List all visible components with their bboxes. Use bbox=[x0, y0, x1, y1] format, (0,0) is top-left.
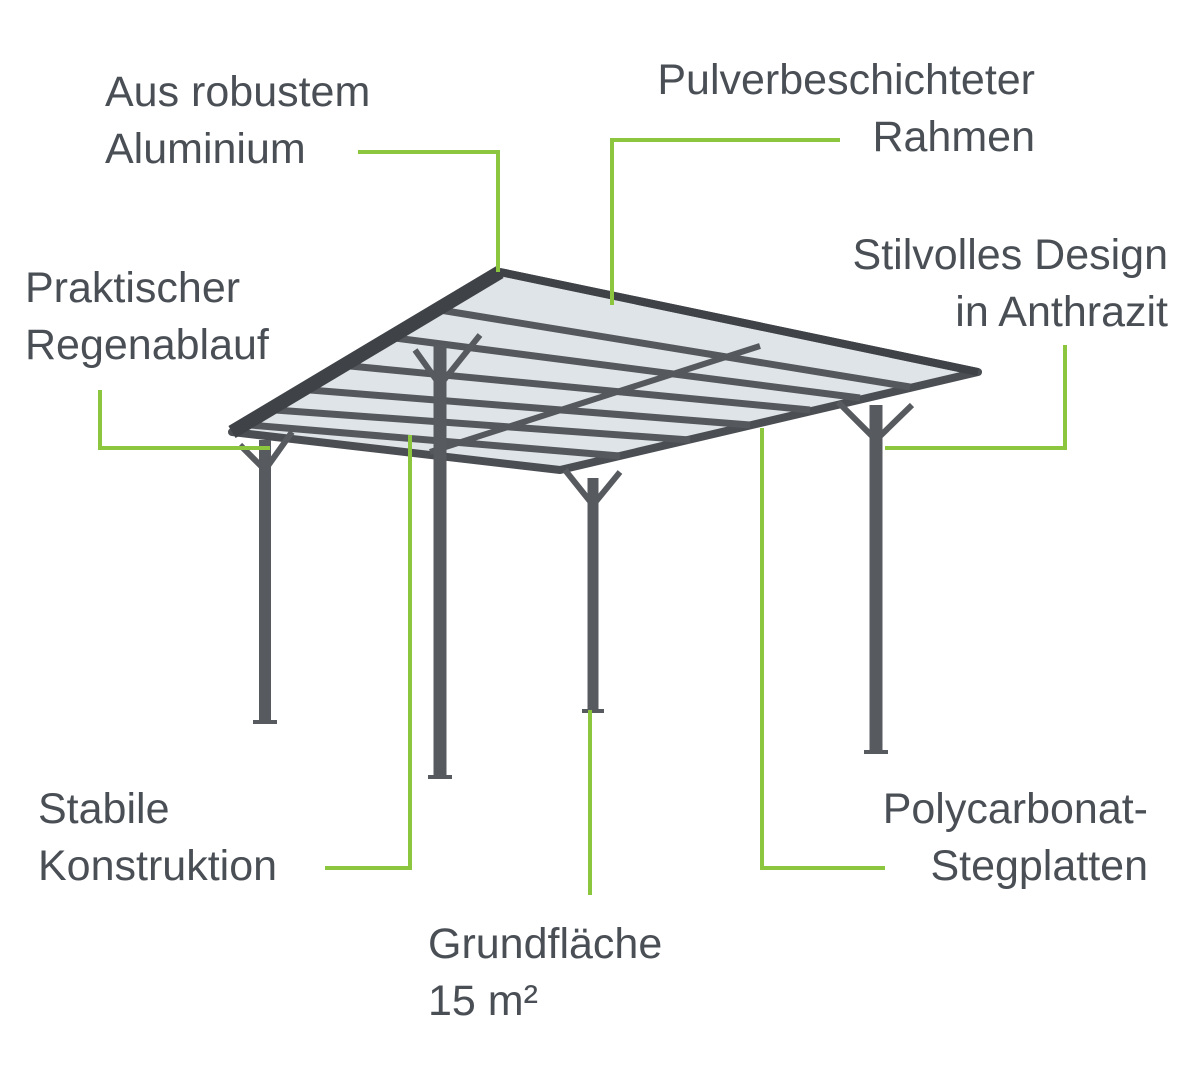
callout-line-2: 15 m² bbox=[428, 977, 538, 1025]
callout-line-2: Stegplatten bbox=[930, 842, 1148, 890]
callout-grundflaeche: Grundfläche 15 m² bbox=[428, 916, 662, 1030]
callout-line-1: Praktischer bbox=[25, 264, 241, 312]
leader-design bbox=[885, 345, 1067, 450]
leader-regenablauf bbox=[98, 390, 270, 450]
callout-line-1: Stilvolles Design bbox=[852, 231, 1168, 279]
callout-rahmen: Pulverbeschichteter Rahmen bbox=[657, 52, 1035, 166]
callout-line-1: Aus robustem bbox=[105, 68, 371, 116]
carport-posts bbox=[237, 333, 915, 779]
callout-line-1: Grundfläche bbox=[428, 920, 663, 968]
leader-aluminium bbox=[358, 150, 500, 272]
callout-aluminium: Aus robustem Aluminium bbox=[105, 64, 370, 178]
callout-line-2: in Anthrazit bbox=[955, 288, 1168, 336]
callout-line-2: Aluminium bbox=[105, 125, 306, 173]
carport-roof bbox=[228, 265, 982, 474]
leader-rahmen bbox=[610, 138, 840, 305]
leader-konstruktion bbox=[325, 435, 412, 870]
callout-design: Stilvolles Design in Anthrazit bbox=[853, 227, 1168, 341]
callout-konstruktion: Stabile Konstruktion bbox=[38, 781, 277, 895]
callout-line-1: Pulverbeschichteter bbox=[657, 56, 1035, 104]
leader-stegplatten bbox=[760, 428, 885, 870]
callout-line-2: Rahmen bbox=[872, 113, 1035, 161]
callout-line-2: Regenablauf bbox=[25, 321, 269, 369]
callout-line-1: Stabile bbox=[38, 785, 170, 833]
callout-line-2: Konstruktion bbox=[38, 842, 278, 890]
callout-line-1: Polycarbonat- bbox=[882, 785, 1148, 833]
callout-stegplatten: Polycarbonat- Stegplatten bbox=[883, 781, 1148, 895]
callout-lines bbox=[98, 138, 1067, 895]
callout-regenablauf: Praktischer Regenablauf bbox=[25, 260, 269, 374]
